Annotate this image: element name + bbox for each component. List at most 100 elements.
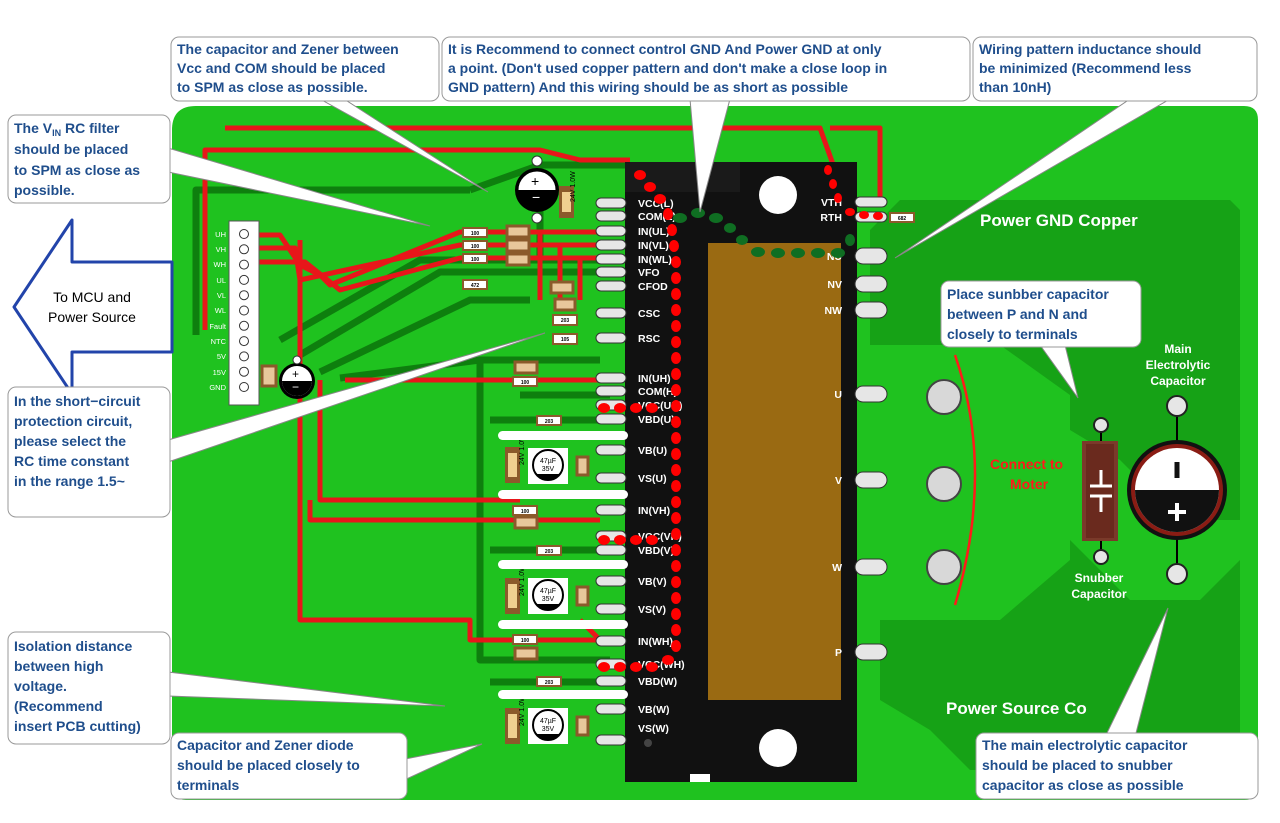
ic-notch bbox=[690, 774, 710, 782]
capacitor-smd bbox=[260, 364, 278, 388]
ic-left-pad bbox=[595, 444, 627, 456]
svg-text:+: + bbox=[531, 173, 539, 189]
callout-line: The capacitor and Zener between bbox=[177, 41, 399, 57]
power-source-copper-label: Power Source Co bbox=[946, 699, 1087, 718]
ic-right-pad bbox=[854, 301, 888, 319]
capacitor-smd bbox=[505, 224, 531, 239]
connector-label: Fault bbox=[209, 322, 227, 331]
callout-line-vin: The VIN RC filter bbox=[14, 120, 120, 138]
capacitor-smd bbox=[513, 646, 539, 661]
ic-pin1-dot bbox=[644, 739, 652, 747]
ic-left-pad bbox=[595, 413, 627, 425]
connector-pin-labels: UH VH WH UL VL WL Fault NTC 5V 15V GND bbox=[209, 230, 227, 392]
pin-label: IN(UH) bbox=[638, 373, 671, 385]
capacitor-smd bbox=[505, 238, 531, 253]
pin-label: IN(VH) bbox=[638, 505, 670, 517]
callout-line: voltage. bbox=[14, 678, 67, 694]
ic-left-pad bbox=[595, 544, 627, 556]
resistor: 203 bbox=[552, 314, 578, 326]
pin-label: RTH bbox=[820, 212, 842, 224]
snubber-label-line2: Capacitor bbox=[1071, 587, 1127, 601]
ic-right-pad bbox=[854, 643, 888, 661]
callout-line: please select the bbox=[14, 433, 126, 449]
connector-pin bbox=[239, 336, 249, 347]
ic-left-pad bbox=[595, 635, 627, 647]
callout-line: should be placed to snubber bbox=[982, 757, 1173, 773]
connector-label: GND bbox=[209, 383, 226, 392]
connector-label: VL bbox=[217, 291, 226, 300]
bootstrap-capacitors: 47µF 35V 47µF 35V 47µF 35V bbox=[528, 448, 590, 744]
resistor: 100 bbox=[512, 634, 538, 645]
pin-label: VFO bbox=[638, 267, 660, 279]
ic-right-pad bbox=[854, 385, 888, 403]
pin-label: VB(W) bbox=[638, 704, 670, 716]
ic-mount-hole-bottom bbox=[759, 729, 797, 767]
connector-pins bbox=[239, 229, 249, 392]
callout-line: Vcc and COM should be placed bbox=[177, 60, 385, 76]
zener-diode: 24V 1.0W bbox=[559, 171, 577, 218]
callout-inductance bbox=[972, 36, 1258, 102]
pin-label: RSC bbox=[638, 333, 661, 345]
connector-pin bbox=[239, 305, 249, 316]
ic-left-pad bbox=[595, 239, 627, 251]
callout-line: should be placed closely to bbox=[177, 757, 360, 773]
callout-vin-filter bbox=[7, 114, 171, 204]
ic-left-pad bbox=[595, 504, 627, 516]
svg-text:24V 1.0W: 24V 1.0W bbox=[570, 171, 577, 202]
connector-pin bbox=[239, 351, 249, 362]
ic-core bbox=[708, 243, 841, 700]
terminal-w bbox=[926, 549, 962, 585]
ic-right-pad bbox=[854, 196, 888, 208]
callout-line: closely to terminals bbox=[947, 326, 1078, 342]
capacitor-smd bbox=[505, 252, 531, 267]
snubber-label-line1: Snubber bbox=[1075, 571, 1124, 585]
callout-line: insert PCB cutting) bbox=[14, 718, 141, 734]
svg-text:35V: 35V bbox=[542, 466, 555, 473]
capacitor-smd bbox=[553, 297, 577, 312]
power-gnd-copper-label: Power GND Copper bbox=[980, 211, 1138, 230]
connector-label: NTC bbox=[211, 337, 227, 346]
pin-label: NV bbox=[827, 279, 842, 291]
input-electrolytic-capacitor: + − bbox=[279, 355, 315, 399]
callout-line: between P and N and bbox=[947, 306, 1088, 322]
callout-line: RC time constant bbox=[14, 453, 129, 469]
svg-text:100: 100 bbox=[521, 380, 530, 386]
connector-label: UL bbox=[216, 276, 226, 285]
ic-left-pad bbox=[595, 266, 627, 278]
svg-text:−: − bbox=[292, 380, 299, 394]
pin-label: IN(UL) bbox=[638, 226, 670, 238]
pin-label: VS(W) bbox=[638, 723, 669, 735]
svg-text:100: 100 bbox=[471, 231, 480, 237]
resistor-group-input: 100 100 100 472 203 105 100 203 100 203 … bbox=[260, 212, 915, 687]
resistor: 203 bbox=[536, 415, 562, 426]
ic-left-pad bbox=[595, 280, 627, 292]
connector-pin bbox=[239, 320, 249, 331]
isolation-cutouts bbox=[498, 431, 628, 699]
pin-label: VS(V) bbox=[638, 604, 666, 616]
callout-line: Isolation distance bbox=[14, 638, 132, 654]
capacitor-smd bbox=[513, 360, 539, 375]
resistor: 203 bbox=[536, 545, 562, 556]
ic-right-pad bbox=[854, 471, 888, 489]
callout-line: between high bbox=[14, 658, 103, 674]
ic-left-pad bbox=[595, 575, 627, 587]
main-electrolytic-capacitor bbox=[1127, 395, 1227, 585]
callout-line: (Recommend bbox=[14, 698, 103, 714]
ic-left-pin-labels: VCC(L) COM(L) IN(UL) IN(VL) IN(WL) VFO C… bbox=[638, 198, 685, 735]
pin-label: VBD(V) bbox=[638, 545, 674, 557]
connector-pin bbox=[239, 366, 249, 377]
callout-line: protection circuit, bbox=[14, 413, 132, 429]
resistor: 100 bbox=[462, 240, 488, 251]
svg-text:203: 203 bbox=[545, 680, 554, 686]
motor-label-line2: Moter bbox=[1010, 476, 1049, 492]
svg-text:203: 203 bbox=[561, 318, 570, 324]
callout-line: capacitor as close as possible bbox=[982, 777, 1184, 793]
ic-right-pad bbox=[854, 275, 888, 293]
callout-line: Place sunbber capacitor bbox=[947, 286, 1109, 302]
power-source-copper bbox=[880, 540, 1240, 770]
callout-short-circuit bbox=[7, 386, 171, 518]
arrow-text-line1: To MCU and bbox=[53, 289, 131, 305]
connector-label: 5V bbox=[217, 352, 226, 361]
main-cap-label-line1: Main bbox=[1164, 342, 1191, 356]
